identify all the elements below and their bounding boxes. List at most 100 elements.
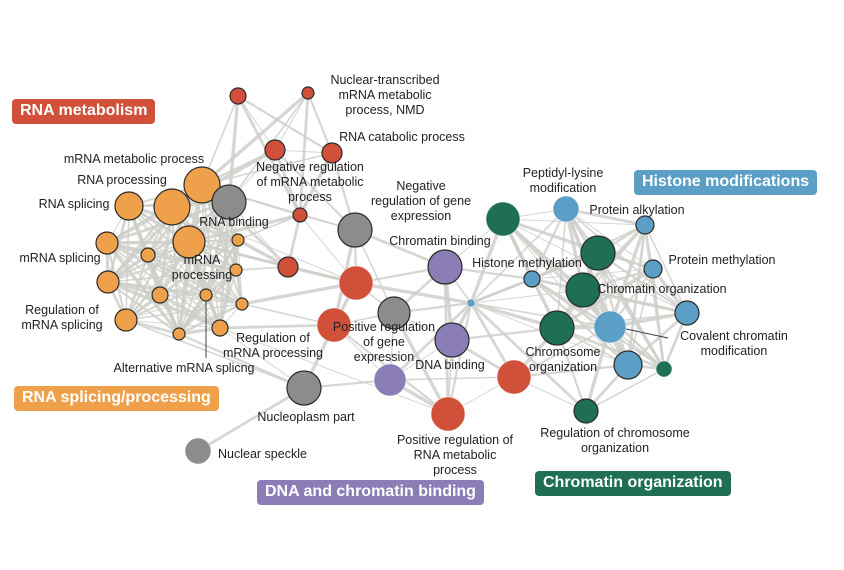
edge-o3-o10 <box>128 205 207 296</box>
node-label-line: RNA binding <box>199 215 269 229</box>
node-n7 <box>338 265 374 301</box>
node-label-line: mRNA splicing <box>19 251 100 265</box>
edge-b8-b1 <box>470 208 567 304</box>
edge-b8-c6 <box>470 301 587 413</box>
node-b6 <box>674 300 700 326</box>
node-label-line: Positive regulation of <box>397 433 514 447</box>
edge-o11-o14 <box>177 268 238 336</box>
edge-b2-c4 <box>556 224 646 329</box>
node-c4-chromosome-organization <box>539 310 575 346</box>
node-label-line: Peptidyl-lysine <box>523 166 604 180</box>
edge-o14-g1 <box>178 201 230 335</box>
node-o7 <box>231 233 245 247</box>
node-b5-covalent-chromatin-modification <box>593 310 627 344</box>
node-label-n3: RNA catabolic process <box>339 130 465 144</box>
node-label-line: mRNA processing <box>223 346 323 360</box>
node-n8-positive-regulation-of-gene-expression <box>316 307 352 343</box>
node-o5-mrna-splicing <box>95 231 119 255</box>
node-label-line: Alternative mRNA splicng <box>113 361 254 375</box>
node-n10 <box>496 359 532 395</box>
node-label-line: Protein methylation <box>668 253 775 267</box>
edge-b2-b7 <box>626 224 647 366</box>
edge-n2-o1 <box>200 91 310 187</box>
node-label-line: expression <box>354 350 414 364</box>
node-label-line: DNA binding <box>415 358 485 372</box>
node-label-line: modification <box>530 181 597 195</box>
edge-o9-g1 <box>107 201 230 283</box>
node-c1 <box>485 201 521 237</box>
edge-o8-g1 <box>125 201 230 321</box>
edge-n7-b8 <box>355 281 472 305</box>
edge-b3-b4 <box>531 268 654 280</box>
edge-o14-g4 <box>178 332 305 390</box>
node-b8 <box>466 298 476 308</box>
node-label-line: RNA processing <box>77 173 167 187</box>
node-label-p1: Chromatin binding <box>389 234 490 248</box>
node-label-o10: Alternative mRNA splicng <box>113 361 254 375</box>
node-o2-rna-processing <box>153 188 191 226</box>
edge-o9-o13 <box>107 281 243 305</box>
node-label-c3: Chromatin organization <box>597 282 726 296</box>
node-label-line: organization <box>581 441 649 455</box>
node-label-line: Nucleoplasm part <box>257 410 355 424</box>
node-n1 <box>229 87 247 105</box>
edge-o5-o10 <box>106 242 207 296</box>
node-o10-alternative-mrna-splicng <box>199 288 213 302</box>
node-o15-regulation-of-mrna-processing <box>211 319 229 337</box>
node-label-g1: RNA binding <box>199 215 269 229</box>
node-label-line: of mRNA metabolic <box>257 175 364 189</box>
node-g5-nuclear-speckle <box>184 437 212 465</box>
node-label-line: mRNA metabolic process <box>64 152 204 166</box>
node-b3-protein-methylation <box>643 259 663 279</box>
edge-o11-o15 <box>219 269 237 329</box>
node-label-line: RNA metabolic <box>414 448 497 462</box>
node-label-g5: Nuclear speckle <box>218 447 307 461</box>
node-label-line: Chromatin binding <box>389 234 490 248</box>
edge-b3-b7 <box>627 268 654 366</box>
node-label-line: Regulation of <box>25 303 99 317</box>
cluster-badge-chromatin-organization: Chromatin organization <box>535 471 731 496</box>
edge-o5-o14 <box>105 241 181 336</box>
node-b4-histone-methylation <box>523 270 541 288</box>
edge-b5-c1 <box>502 218 611 328</box>
edge-b2-b6 <box>644 224 688 314</box>
node-label-line: mRNA <box>184 253 221 267</box>
node-n9-positive-regulation-of-rna-metabolic-process <box>430 396 466 432</box>
node-label-line: process <box>288 190 332 204</box>
edge-b8-c3 <box>470 289 584 304</box>
node-o13 <box>235 297 249 311</box>
node-label-line: of gene <box>363 335 405 349</box>
edge-o15-g1 <box>218 201 231 329</box>
edge-g4-g5 <box>197 386 305 453</box>
edge-o8-g4 <box>125 319 305 389</box>
edge-b8-b5 <box>470 302 611 328</box>
edge-b6-c3 <box>582 288 688 315</box>
edge-p3-n10 <box>389 376 515 381</box>
edge-n8-o15 <box>219 323 335 330</box>
node-o4-mrna-processing <box>172 225 206 259</box>
node-label-b3: Protein methylation <box>668 253 775 267</box>
node-n5 <box>292 207 308 223</box>
node-label-line: Chromosome <box>525 345 600 359</box>
edge-o9-o11 <box>107 269 237 283</box>
node-o11 <box>229 263 243 277</box>
edge-b8-b4 <box>470 277 533 305</box>
node-label-line: processing <box>172 268 232 282</box>
edge-b1-c4 <box>556 208 567 329</box>
node-n3-rna-catabolic-process <box>321 142 343 164</box>
node-p1-chromatin-binding <box>427 249 463 285</box>
node-c5 <box>655 360 673 378</box>
edge-b1-b2 <box>565 207 646 227</box>
node-n4-negative-regulation-of-mrna-metabolic-process <box>264 139 286 161</box>
cluster-badge-rna-metabolism: RNA metabolism <box>12 99 156 124</box>
node-label-line: mRNA splicing <box>21 318 102 332</box>
node-o1-mrna-metabolic-process <box>183 166 221 204</box>
